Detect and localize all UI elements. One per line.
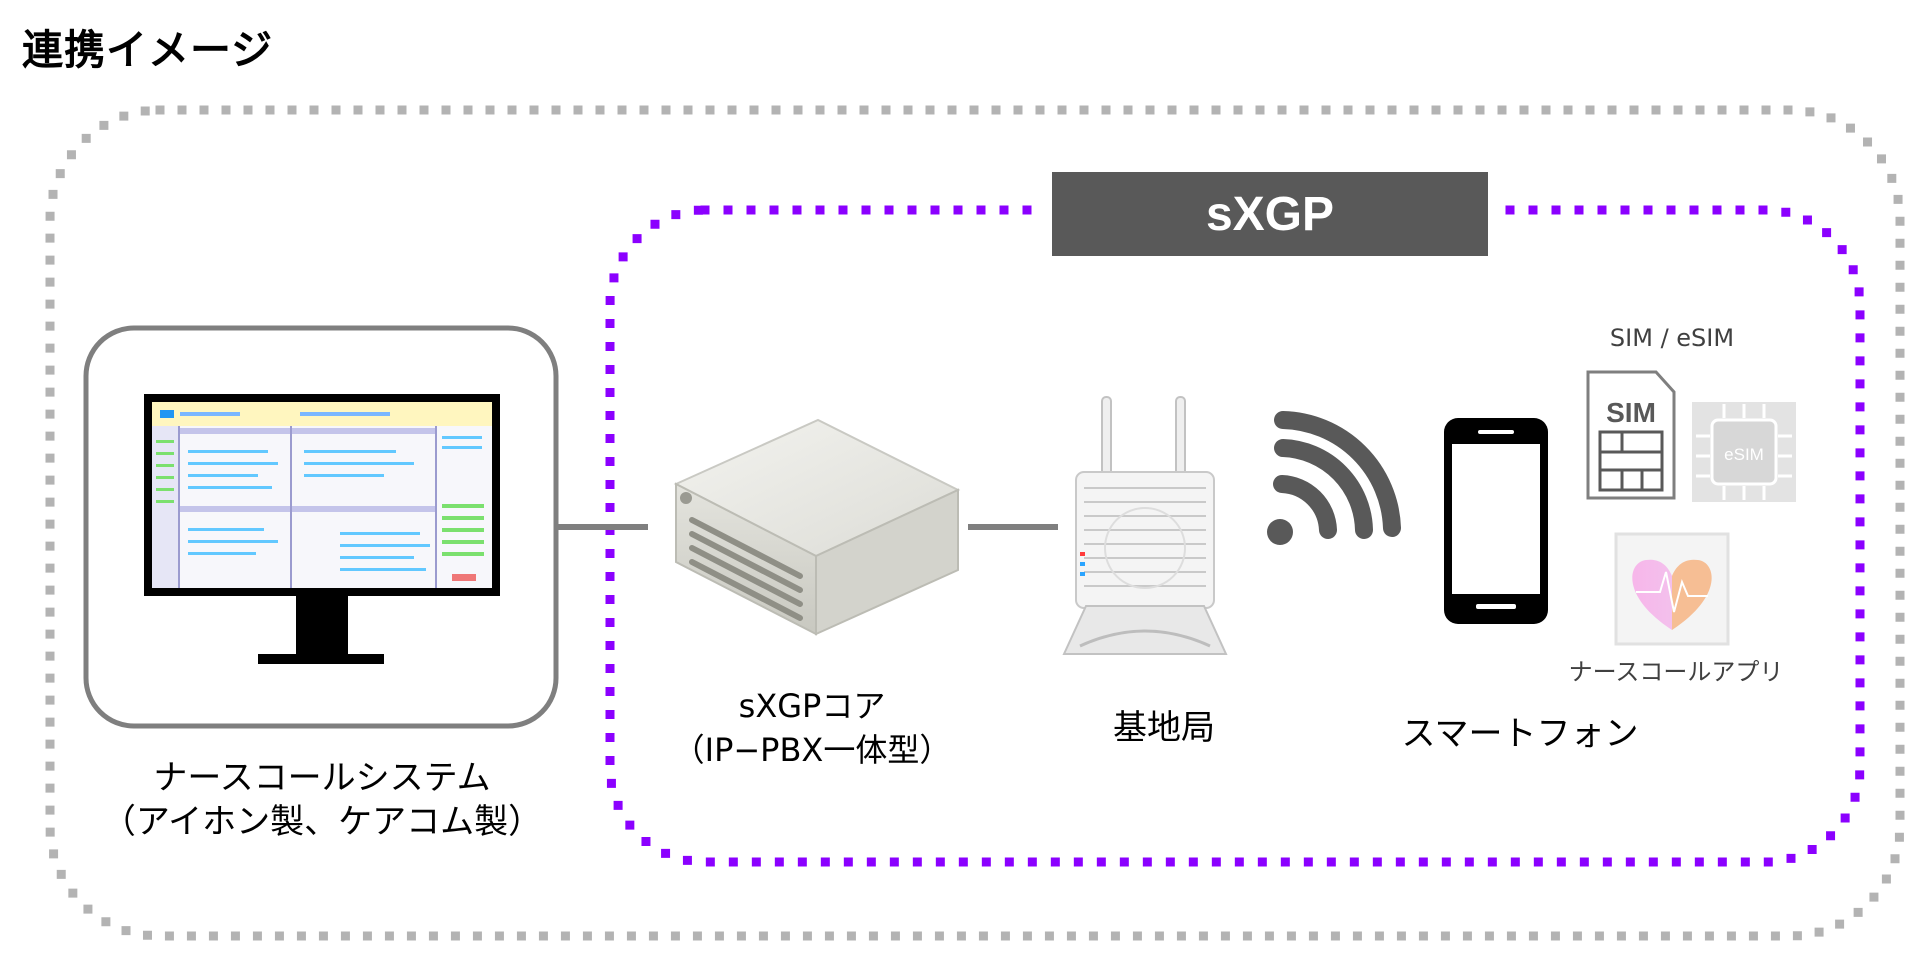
smartphone-icon	[1444, 418, 1548, 624]
sxgp-core-label-line1: sXGPコア	[738, 687, 886, 725]
desktop-monitor-icon	[83, 325, 559, 729]
sxgp-core-label: sXGPコア （IP−PBX一体型）	[673, 684, 952, 772]
esim-chip-text: eSIM	[1724, 445, 1764, 464]
base-station-label: 基地局	[1113, 708, 1215, 748]
sxgp-core-label-line2: （IP−PBX一体型）	[672, 731, 952, 769]
sxgp-title-bar: sXGP	[1052, 172, 1488, 256]
esim-chip-icon: eSIM	[1692, 402, 1796, 502]
nurse-call-system-label: ナースコールシステム （アイホン製、ケアコム製）	[102, 756, 542, 844]
page-title: 連携イメージ	[22, 26, 274, 74]
sim-card-icon: SIM	[1586, 370, 1676, 500]
smartphone-label: スマートフォン	[1401, 714, 1639, 754]
server-box-icon	[673, 418, 961, 636]
nurse-call-system-label-line2: （アイホン製、ケアコム製）	[101, 802, 543, 842]
sim-caption: SIM / eSIM	[1609, 324, 1735, 352]
wireless-signal-icon	[1267, 411, 1401, 545]
outer-group-border	[45, 105, 1905, 941]
wifi-router-icon	[1062, 396, 1228, 655]
nurse-call-app-caption: ナースコールアプリ	[1568, 658, 1784, 686]
nurse-call-app-icon	[1614, 532, 1730, 646]
sim-card-text: SIM	[1606, 397, 1656, 428]
nurse-call-system-label-line1: ナースコールシステム	[153, 758, 491, 798]
